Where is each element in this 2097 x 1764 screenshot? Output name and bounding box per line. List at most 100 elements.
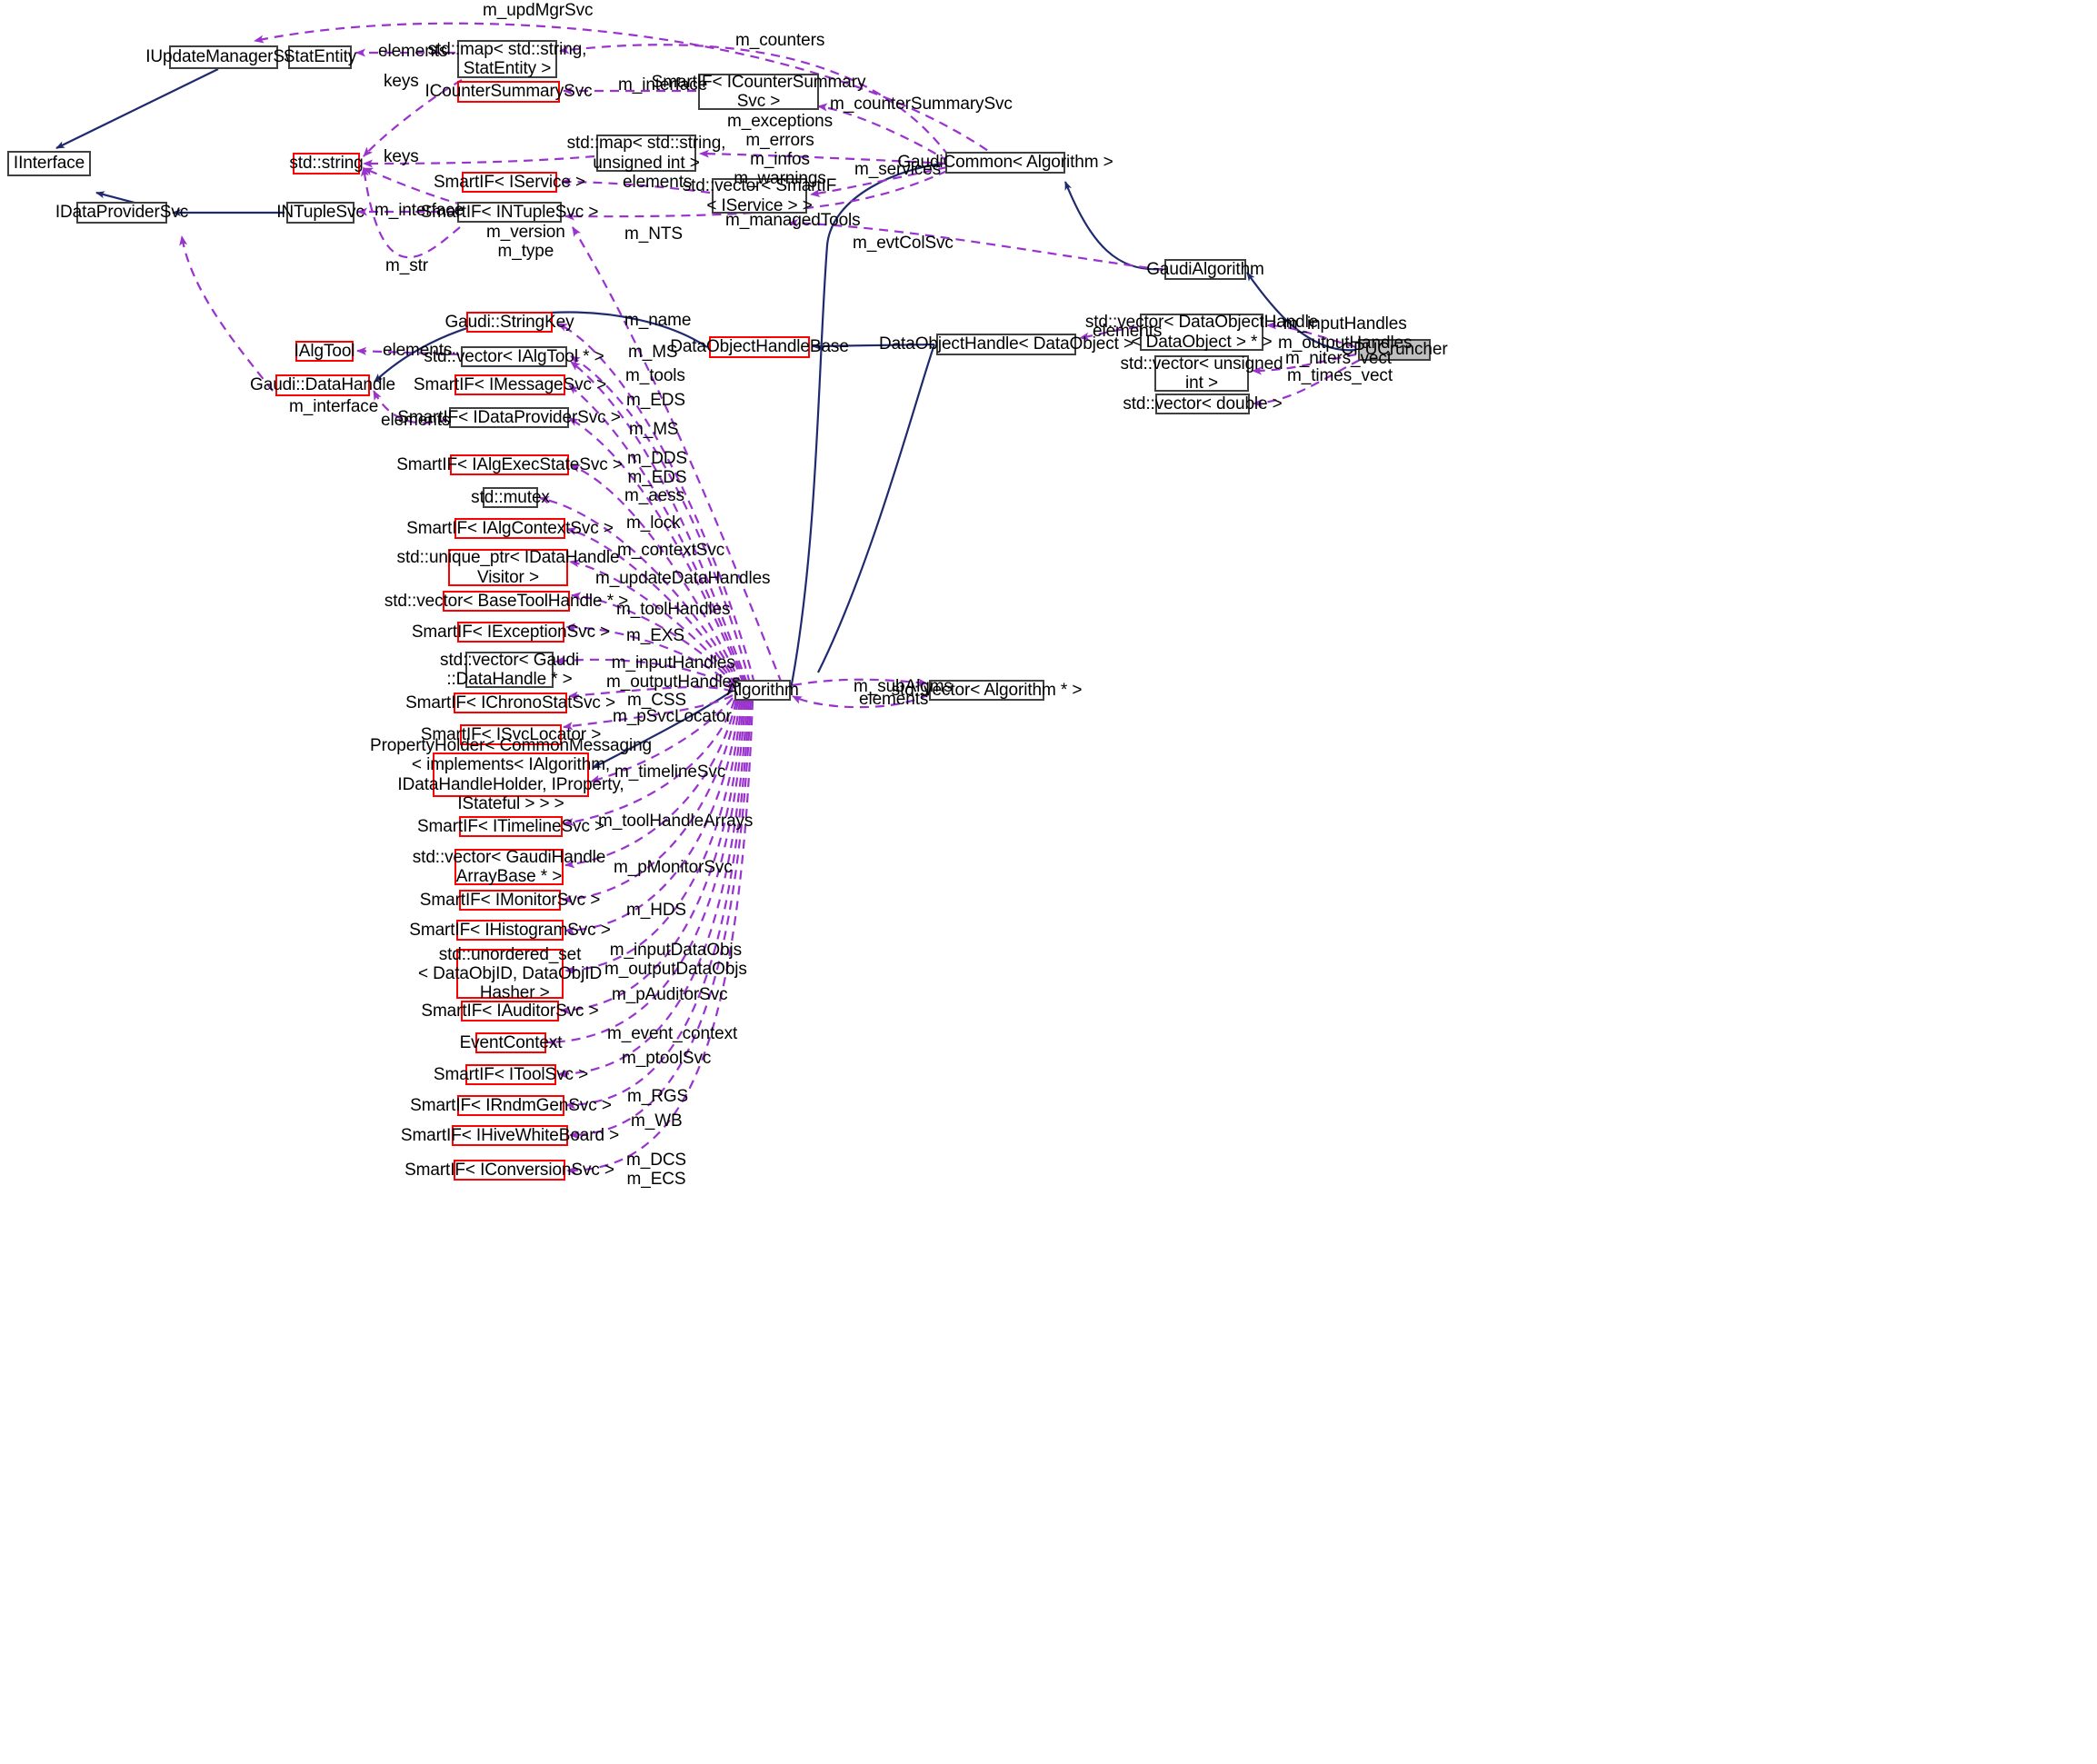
edge-use-dds-eds: [570, 463, 743, 686]
class-node-SmartIFIAlgContextSvc[interactable]: SmartIF< IAlgContextSvc >: [406, 518, 614, 539]
class-node-SmartIFIRndmGenSvc[interactable]: SmartIF< IRndmGenSvc >: [410, 1095, 612, 1116]
class-node-vectorDouble[interactable]: std::vector< double >: [1123, 394, 1283, 414]
edge-use-css: [563, 694, 734, 731]
class-node-vectorBaseToolHandle[interactable]: std::vector< BaseToolHandle * >: [384, 591, 629, 612]
class-node-vectorGaudiDataHandle[interactable]: std::vector< Gaudi ::DataHandle * >: [440, 650, 579, 689]
class-node-GaudiAlgorithm[interactable]: GaudiAlgorithm: [1146, 259, 1264, 280]
class-node-IDataProviderSvc[interactable]: IDataProviderSvc: [55, 202, 189, 224]
edge-label-lbl_interface_ntuple: m_interface: [374, 201, 464, 220]
edge-inherit-dataobjecthandle-algorithm-curve: [817, 344, 936, 673]
edge-label-lbl_subAlgms: m_subAlgms: [854, 677, 953, 696]
class-node-SmartIFIAlgExecStateSvc[interactable]: SmartIF< IAlgExecStateSvc >: [396, 454, 623, 475]
class-node-SmartIFIMonitorSvc[interactable]: SmartIF< IMonitorSvc >: [419, 890, 601, 911]
class-node-SmartIFIAuditorSvc[interactable]: SmartIF< IAuditorSvc >: [421, 1001, 599, 1022]
edge-use-keys-2: [363, 154, 595, 168]
class-node-SmartIFIHistogramSvc[interactable]: SmartIF< IHistogramSvc >: [409, 920, 611, 941]
class-node-SmartIFICounterSummarySvc[interactable]: SmartIF< ICounterSummary Svc >: [651, 72, 866, 111]
class-node-IInterface[interactable]: IInterface: [7, 151, 91, 176]
class-node-SmartIFIChronoStatSvc[interactable]: SmartIF< IChronoStatSvc >: [405, 693, 615, 713]
edge-label-lbl_interface_counter: m_interface: [618, 75, 708, 95]
edge-use-hds: [564, 700, 742, 935]
edge-label-lbl_NTS: m_NTS: [624, 224, 683, 244]
class-node-vectorAlgorithmPtr[interactable]: std::vector< Algorithm * >: [891, 680, 1083, 701]
class-node-SmartIFIService[interactable]: SmartIF< IService >: [433, 172, 586, 193]
class-node-GaudiCommonAlgorithm[interactable]: GaudiCommon< Algorithm >: [897, 152, 1113, 174]
class-node-PropertyHolder[interactable]: PropertyHolder< CommonMessaging < implem…: [370, 735, 653, 813]
edge-label-lbl_keys_1: keys: [384, 72, 419, 91]
class-node-SmartIFIConversionSvc[interactable]: SmartIF< IConversionSvc >: [404, 1160, 614, 1181]
class-node-IAlgTool[interactable]: IAlgTool: [294, 341, 355, 362]
edge-label-lbl_name: m_name: [624, 311, 692, 330]
class-node-SmartIFIMessageSvc[interactable]: SmartIF< IMessageSvc >: [413, 374, 607, 395]
edge-use-timelinesvc: [564, 699, 736, 826]
class-node-EventContext[interactable]: EventContext: [459, 1032, 563, 1053]
class-node-SmartIFITimelineSvc[interactable]: SmartIF< ITimelineSvc >: [416, 816, 605, 837]
class-node-StatEntity[interactable]: StatEntity: [284, 45, 356, 69]
class-node-SmartIFINTupleSvc[interactable]: SmartIF< INTupleSvc >: [420, 202, 599, 223]
edge-label-lbl_updateDataHandles: m_updateDataHandles: [595, 569, 771, 588]
edge-label-lbl_inputOutputHandles: m_inputHandles m_outputHandles: [606, 653, 741, 692]
edge-use-name: [557, 323, 756, 684]
edge-use-elements-ialgtool: [356, 346, 460, 356]
edge-label-lbl_counterSummarySvc: m_counterSummarySvc: [830, 95, 1013, 114]
edge-use-subalgms: [792, 678, 928, 687]
class-node-SmartIFIToolSvc[interactable]: SmartIF< IToolSvc >: [433, 1064, 589, 1085]
edge-use-exs: [554, 656, 734, 691]
edge-use-eds1: [568, 384, 747, 684]
edge-label-lbl_inputOutputDataObjs: m_inputDataObjs m_outputDataObjs: [604, 941, 747, 979]
edge-inherit-iupdatemanagersvc-iinterface: [55, 68, 219, 149]
class-node-GaudiDataHandle[interactable]: Gaudi::DataHandle: [250, 374, 395, 396]
edge-use-updmgrsvc: [254, 22, 1001, 160]
class-node-stdmutex[interactable]: std::mutex: [471, 487, 550, 508]
edge-label-lbl_event_context: m_event_context: [607, 1024, 738, 1043]
edge-label-lbl_exceptions: m_exceptions m_errors m_infos m_warnings: [727, 112, 834, 188]
edge-label-lbl_times_vect: m_times_vect: [1287, 366, 1393, 385]
edge-use-exceptions: [699, 149, 948, 165]
class-node-SmartIFIHiveWhiteBoard[interactable]: SmartIF< IHiveWhiteBoard >: [400, 1125, 620, 1146]
edge-use-pmonitorsvc: [562, 700, 740, 903]
class-node-DataObjectHandleDataObject[interactable]: DataObjectHandle< DataObject >: [878, 334, 1134, 355]
class-node-unorderedSetDataObjID[interactable]: std::unordered_set < DataObjID, DataObjI…: [417, 944, 603, 1003]
class-node-mapStringUInt[interactable]: std::map< std::string, unsigned int >: [566, 134, 726, 173]
edge-label-lbl_contextSvc: m_contextSvc: [617, 541, 725, 560]
class-node-vectorSmartIFIService[interactable]: std::vector< SmartIF < IService > >: [682, 176, 837, 215]
edge-use-wb: [569, 700, 753, 1140]
class-node-vectorIAlgTool[interactable]: std::vector< IAlgTool * >: [424, 346, 604, 367]
class-node-uniquePtrIDataHandleVisitor[interactable]: std::unique_ptr< IDataHandle Visitor >: [396, 548, 620, 587]
edge-label-lbl_evtColSvc: m_evtColSvc: [853, 234, 954, 253]
class-node-GaudiStringKey[interactable]: Gaudi::StringKey: [444, 312, 574, 333]
class-node-CPUCruncher[interactable]: CPUCruncher: [1341, 339, 1448, 361]
edge-use-elements-algorithm: [792, 693, 930, 709]
edge-label-lbl_WB: m_WB: [631, 1111, 683, 1131]
class-node-vectorGaudiHandleArrayBase[interactable]: std::vector< GaudiHandle ArrayBase * >: [412, 847, 606, 886]
usage-edges: [179, 22, 1361, 1175]
class-node-DataObjectHandleBase[interactable]: DataObjectHandleBase: [670, 336, 849, 358]
edge-use-managedtools: [564, 169, 948, 221]
class-node-Algorithm[interactable]: Algorithm: [726, 680, 799, 701]
edge-label-lbl_elements_dps: elements: [381, 411, 451, 430]
edge-use-dcs-ecs: [566, 700, 754, 1175]
edge-use-elements-doh: [1079, 325, 1139, 341]
class-node-mapStringStatEntity[interactable]: std::map< std::string, StatEntity >: [427, 39, 587, 78]
edge-use-countersummarysvc: [817, 103, 950, 163]
class-node-SmartIFIDataProviderSvc[interactable]: SmartIF< IDataProviderSvc >: [397, 407, 621, 428]
edge-label-lbl_DCS_ECS: m_DCS m_ECS: [626, 1151, 687, 1189]
edge-label-lbl_aess: m_aess: [624, 486, 684, 505]
edge-label-lbl_inputHandles_cpu: m_inputHandles m_outputHandles: [1278, 314, 1413, 353]
class-node-INTupleSvc[interactable]: INTupleSvc: [276, 202, 364, 224]
class-node-IUpdateManagerSvc[interactable]: IUpdateManagerSvc: [145, 45, 302, 69]
class-node-SmartIFIExceptionSvc[interactable]: SmartIF< IExceptionSvc >: [411, 622, 611, 643]
edge-label-lbl_elements_iservice: elements: [623, 173, 693, 192]
edge-label-lbl_MS_1: m_MS: [628, 343, 678, 362]
edge-use-ms2: [568, 417, 745, 684]
edge-label-lbl_HDS: m_HDS: [626, 901, 687, 920]
class-node-stdstring[interactable]: std::string: [289, 153, 364, 174]
edge-label-lbl_toolHandles: m_toolHandles: [616, 600, 731, 619]
edge-use-contextsvc: [569, 559, 737, 686]
class-node-vectorUnsignedInt[interactable]: std::vector< unsigned int >: [1120, 354, 1283, 393]
edge-label-lbl_timelineSvc: m_timelineSvc: [614, 762, 726, 782]
edge-use-keys-1: [363, 79, 463, 157]
edge-label-lbl_tools: m_tools: [625, 366, 685, 385]
class-node-ICounterSummarySvc[interactable]: ICounterSummarySvc: [424, 81, 593, 103]
edge-label-lbl_pMonitorSvc: m_pMonitorSvc: [614, 858, 733, 877]
